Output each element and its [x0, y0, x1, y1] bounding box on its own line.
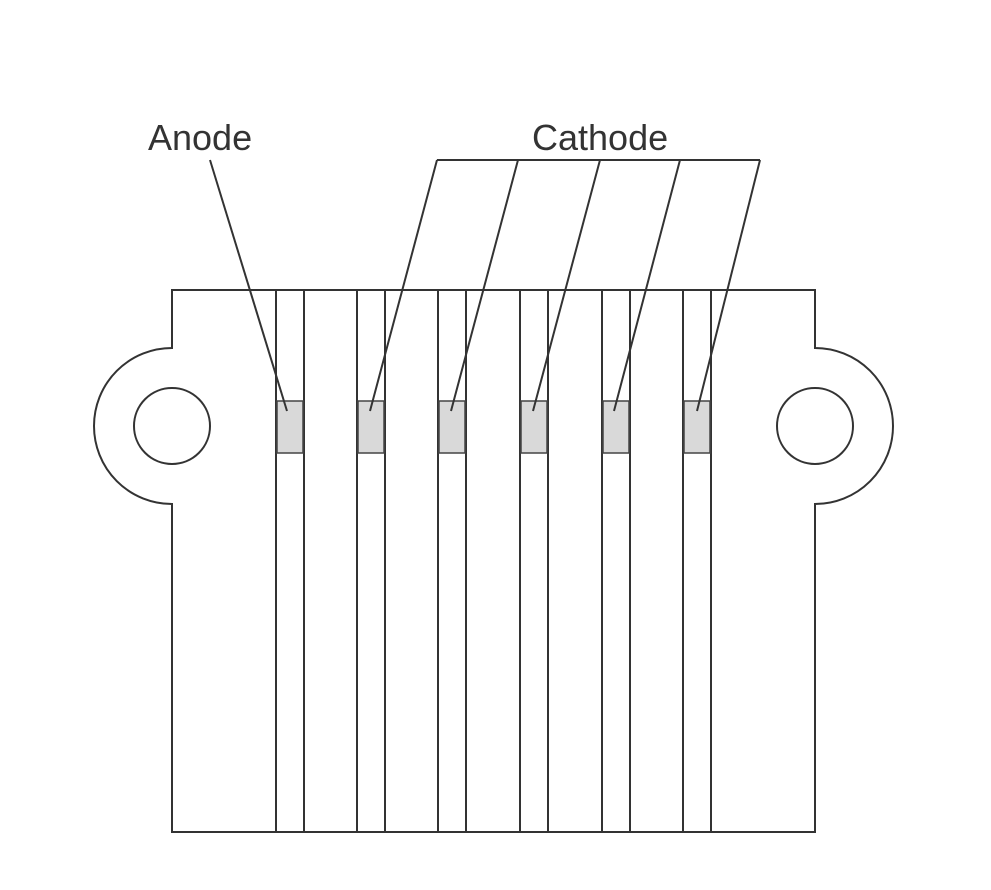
mounting-hole-right — [776, 387, 854, 465]
cathode-strip-3 — [519, 289, 549, 833]
cathode-leader-line-3 — [532, 159, 601, 412]
anode-label: Anode — [148, 117, 252, 158]
anode-pad — [276, 400, 304, 454]
cathode-strip-1 — [356, 289, 386, 833]
cathode-pad-4 — [602, 400, 630, 454]
cathode-strip-5 — [682, 289, 712, 833]
cathode-strip-4 — [601, 289, 631, 833]
anode-leader-line — [209, 159, 288, 412]
substrate-body — [93, 289, 894, 833]
mounting-hole-left — [133, 387, 211, 465]
cathode-strip-2 — [437, 289, 467, 833]
cathode-leader-line-2 — [450, 159, 519, 412]
cathode-leader-line-4 — [613, 159, 681, 412]
cathode-leader-line-1 — [369, 159, 438, 412]
anode-strip — [275, 289, 305, 833]
cathode-leader-line-5 — [696, 159, 761, 412]
cathode-pad-1 — [357, 400, 385, 454]
cathode-label: Cathode — [532, 117, 668, 158]
